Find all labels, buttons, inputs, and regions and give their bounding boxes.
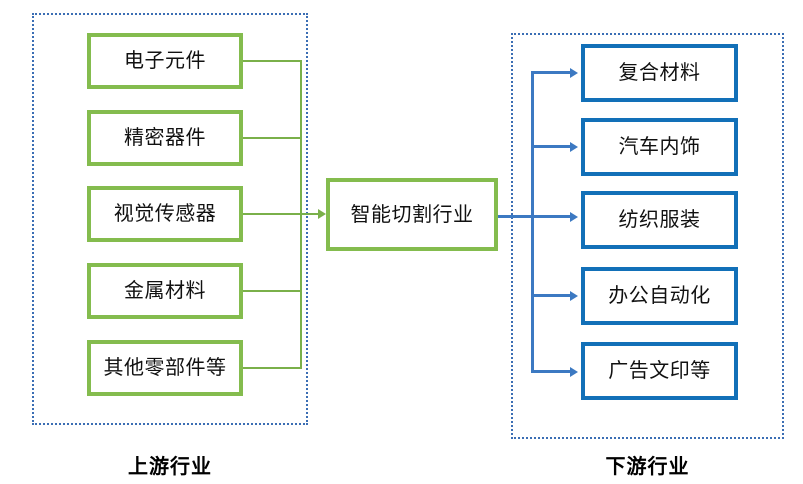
downstream-region [511, 33, 784, 439]
upstream-node-2[interactable]: 精密器件 [87, 110, 243, 166]
upstream-node-5[interactable]: 其他零部件等 [87, 340, 243, 396]
downstream-node-4[interactable]: 办公自动化 [581, 267, 738, 325]
downstream-branch-3 [531, 215, 573, 218]
upstream-stub-5 [243, 367, 302, 369]
downstream-node-3[interactable]: 纺织服装 [581, 191, 738, 249]
upstream-stub-1 [243, 60, 302, 62]
upstream-node-1[interactable]: 电子元件 [87, 33, 243, 89]
upstream-caption: 上游行业 [128, 456, 212, 478]
downstream-node-1[interactable]: 复合材料 [581, 44, 738, 102]
downstream-branch-5 [531, 370, 573, 373]
upstream-to-center-line [300, 213, 320, 215]
upstream-stub-2 [243, 137, 302, 139]
upstream-node-3[interactable]: 视觉传感器 [87, 186, 243, 242]
downstream-trunk [531, 72, 534, 373]
upstream-stub-3 [243, 213, 302, 215]
upstream-stub-4 [243, 290, 302, 292]
downstream-arrowhead-3 [570, 212, 578, 222]
downstream-branch-2 [531, 145, 573, 148]
center-to-downstream-line [498, 215, 534, 218]
downstream-arrowhead-4 [570, 291, 578, 301]
downstream-arrowhead-2 [570, 142, 578, 152]
downstream-node-2[interactable]: 汽车内饰 [581, 118, 738, 176]
downstream-caption: 下游行业 [605, 456, 690, 478]
downstream-branch-4 [531, 294, 573, 297]
center-node-smart-cutting-industry[interactable]: 智能切割行业 [326, 178, 498, 251]
downstream-node-5[interactable]: 广告文印等 [581, 342, 738, 400]
upstream-node-4[interactable]: 金属材料 [87, 263, 243, 319]
upstream-region [32, 13, 308, 425]
upstream-to-center-arrowhead [318, 209, 326, 219]
downstream-arrowhead-5 [570, 367, 578, 377]
downstream-arrowhead-1 [570, 68, 578, 78]
downstream-branch-1 [531, 71, 573, 74]
